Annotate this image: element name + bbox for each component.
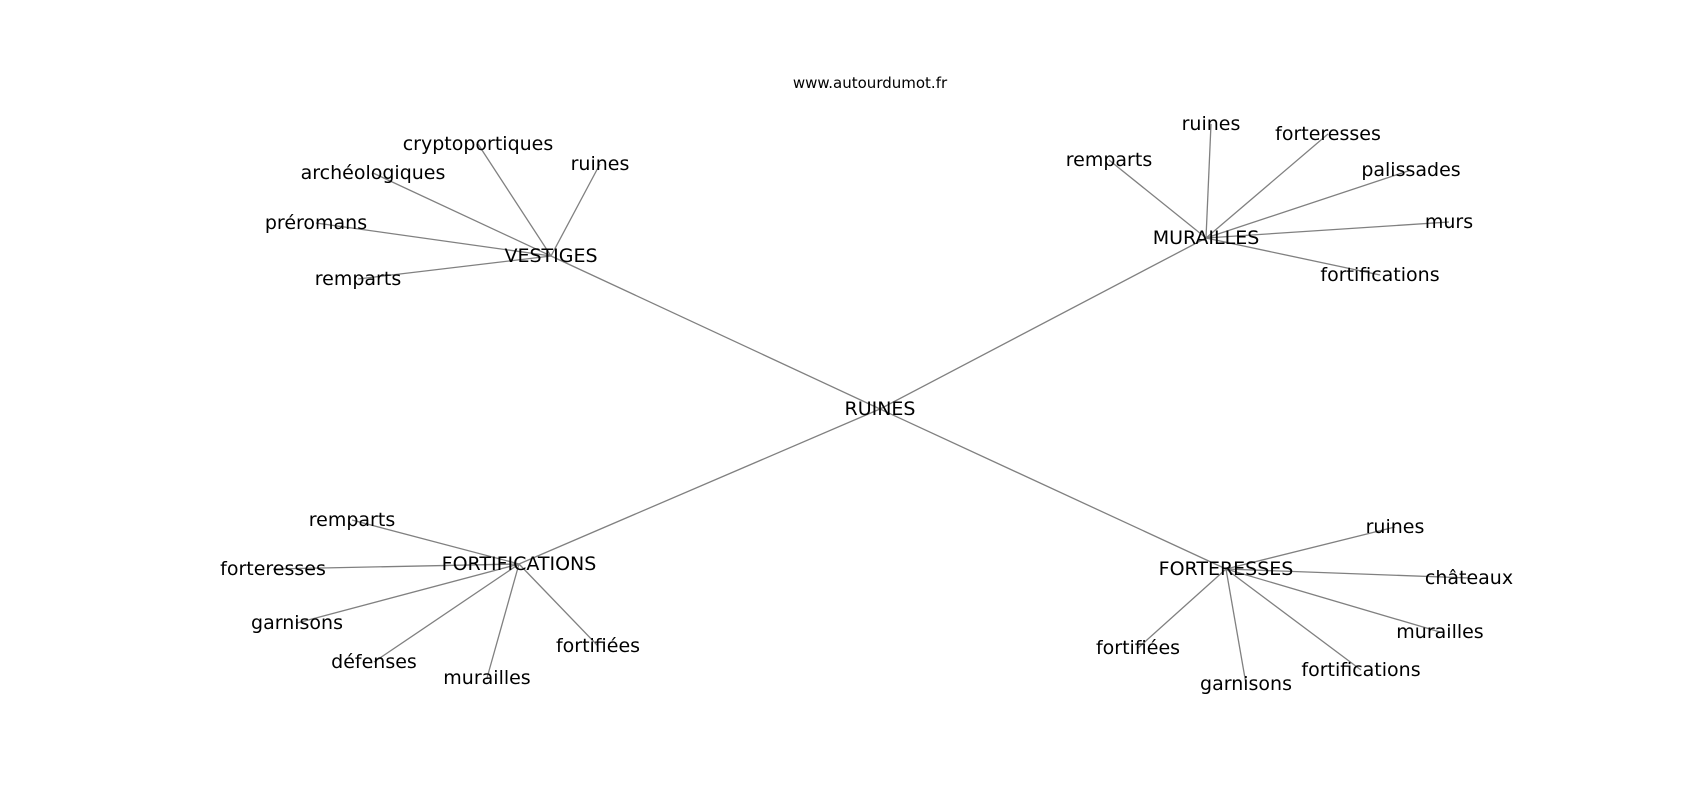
leaf-node-forteresses-fortifications: fortifications [1301, 659, 1420, 681]
edge-forteresses-ruines [1225, 526, 1396, 570]
leaf-node-murailles-remparts: remparts [1066, 149, 1152, 171]
edge-vestiges-archeologiques [372, 172, 552, 257]
leaf-node-vestiges-remparts: remparts [315, 268, 401, 290]
edge-murailles-ruines [1205, 123, 1212, 239]
edge-murailles-forteresses [1205, 133, 1329, 239]
leaf-node-fortifications-remparts: remparts [309, 509, 395, 531]
edge-vestiges-ruines [550, 163, 601, 257]
leaf-node-vestiges-archeologiques: archéologiques [301, 162, 446, 184]
leaf-node-fortifications-garnisons: garnisons [251, 612, 343, 634]
edge-vestiges-cryptoportiques [477, 143, 552, 257]
leaf-node-forteresses-garnisons: garnisons [1200, 673, 1292, 695]
edge-fortifications-defenses [373, 563, 520, 663]
leaf-node-forteresses-fortifiees: fortifiées [1096, 637, 1180, 659]
leaf-node-murailles-palissades: palissades [1361, 159, 1460, 181]
leaf-node-fortifications-defenses: défenses [331, 651, 417, 673]
leaf-node-vestiges-ruines: ruines [571, 153, 630, 175]
leaf-node-murailles-fortifications: fortifications [1320, 264, 1439, 286]
branch-node-fortifications: FORTIFICATIONS [442, 553, 597, 575]
edge-forteresses-fortifications [1225, 568, 1362, 671]
leaf-node-fortifications-murailles: murailles [443, 667, 530, 689]
edge-forteresses-fortifiees [1137, 568, 1227, 649]
leaf-node-murailles-ruines: ruines [1182, 113, 1241, 135]
leaf-node-forteresses-chateaux: châteaux [1425, 567, 1513, 589]
edge-fortifications-remparts [351, 519, 520, 565]
edge-murailles-murs [1205, 221, 1450, 239]
edge-vestiges-remparts [357, 255, 552, 280]
edge-root-vestiges [550, 255, 881, 410]
leaf-node-forteresses-ruines: ruines [1366, 516, 1425, 538]
leaf-node-fortifications-forteresses: forteresses [220, 558, 326, 580]
edge-fortifications-fortifiees [518, 563, 599, 647]
edge-root-murailles [879, 237, 1207, 410]
edge-fortifications-forteresses [272, 563, 520, 570]
leaf-node-vestiges-cryptoportiques: cryptoportiques [403, 133, 554, 155]
graph-nodes: RUINES VESTIGES cryptoportiques archéologiq… [220, 113, 1513, 695]
branch-node-forteresses: FORTERESSES [1159, 558, 1294, 580]
edge-murailles-palissades [1205, 169, 1412, 239]
edge-forteresses-garnisons [1225, 568, 1247, 685]
source-url: www.autourdumot.fr [793, 74, 948, 92]
leaf-node-fortifications-fortifiees: fortifiées [556, 635, 640, 657]
edge-vestiges-preromans [315, 222, 552, 257]
branch-node-murailles: MURAILLES [1153, 227, 1260, 249]
branch-node-vestiges: VESTIGES [504, 245, 597, 267]
leaf-node-murailles-forteresses: forteresses [1275, 123, 1381, 145]
root-node: RUINES [845, 398, 916, 420]
leaf-node-forteresses-murailles: murailles [1396, 621, 1483, 643]
edge-murailles-remparts [1108, 159, 1207, 239]
leaf-node-vestiges-preromans: préromans [265, 212, 367, 234]
edge-root-forteresses [879, 408, 1227, 570]
edge-forteresses-chateaux [1225, 568, 1470, 579]
edge-fortifications-murailles [486, 563, 520, 679]
edge-fortifications-garnisons [296, 563, 520, 624]
graph-edges [272, 123, 1470, 685]
edge-root-fortifications [518, 408, 881, 565]
edge-murailles-fortifications [1205, 237, 1381, 276]
edge-forteresses-murailles [1225, 568, 1441, 633]
leaf-node-murailles-murs: murs [1425, 211, 1473, 233]
